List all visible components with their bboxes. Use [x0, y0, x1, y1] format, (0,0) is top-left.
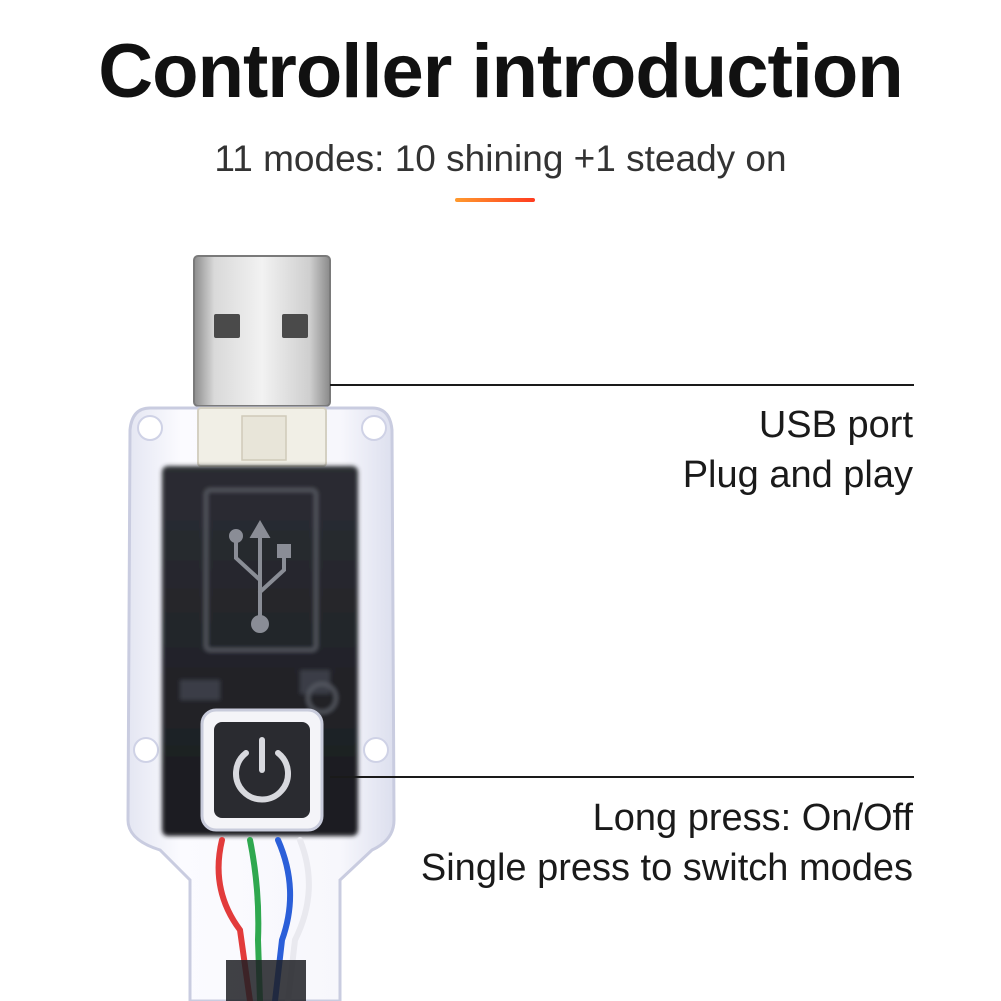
button-callout: Long press: On/Off Single press to switc… — [421, 793, 913, 893]
button-callout-title: Long press: On/Off — [592, 797, 913, 839]
button-callout-description: Single press to switch modes — [420, 847, 913, 889]
page-title: Controller introduction — [98, 29, 903, 114]
cable-wires — [215, 837, 312, 1001]
usb-symbol-icon — [229, 520, 291, 633]
usb-controller-illustration — [126, 255, 396, 1001]
button-callout-line — [330, 776, 914, 778]
usb-callout-line — [330, 384, 914, 386]
usb-callout-description: Plug and play — [682, 454, 913, 496]
usb-callout: USB port Plug and play — [683, 400, 913, 500]
page-subtitle: 11 modes: 10 shining +1 steady on — [214, 138, 787, 179]
usb-callout-title: USB port — [758, 404, 913, 446]
accent-bar — [455, 198, 535, 202]
usb-plug — [193, 255, 331, 407]
power-icon — [233, 737, 291, 803]
